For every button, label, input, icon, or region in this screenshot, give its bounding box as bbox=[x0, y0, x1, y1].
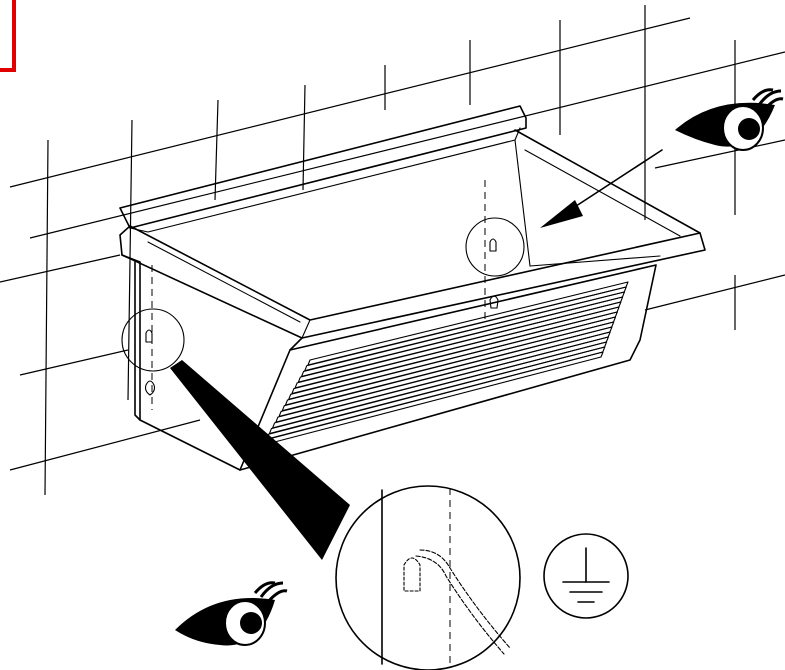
ground-symbol-icon bbox=[543, 533, 629, 619]
wash-trough bbox=[119, 105, 706, 471]
mounting-hole-icon bbox=[145, 329, 153, 343]
ventilation-slot bbox=[268, 341, 608, 435]
magnifier-wedge bbox=[170, 360, 350, 560]
wall-tile-grid bbox=[0, 5, 785, 496]
viewing-eye-icon bbox=[675, 88, 784, 151]
detail-circle-right bbox=[465, 217, 525, 277]
callout-arrow-icon bbox=[540, 149, 663, 228]
viewing-eye-icon bbox=[175, 581, 288, 646]
magnifier-circle-icon bbox=[335, 485, 521, 670]
ventilation-slot bbox=[275, 331, 611, 423]
ventilation-slots bbox=[262, 281, 629, 446]
ventilation-slot bbox=[265, 346, 606, 440]
ventilation-slot bbox=[307, 281, 629, 366]
detail-circle-left bbox=[121, 308, 185, 372]
corner-marker bbox=[0, 0, 16, 72]
